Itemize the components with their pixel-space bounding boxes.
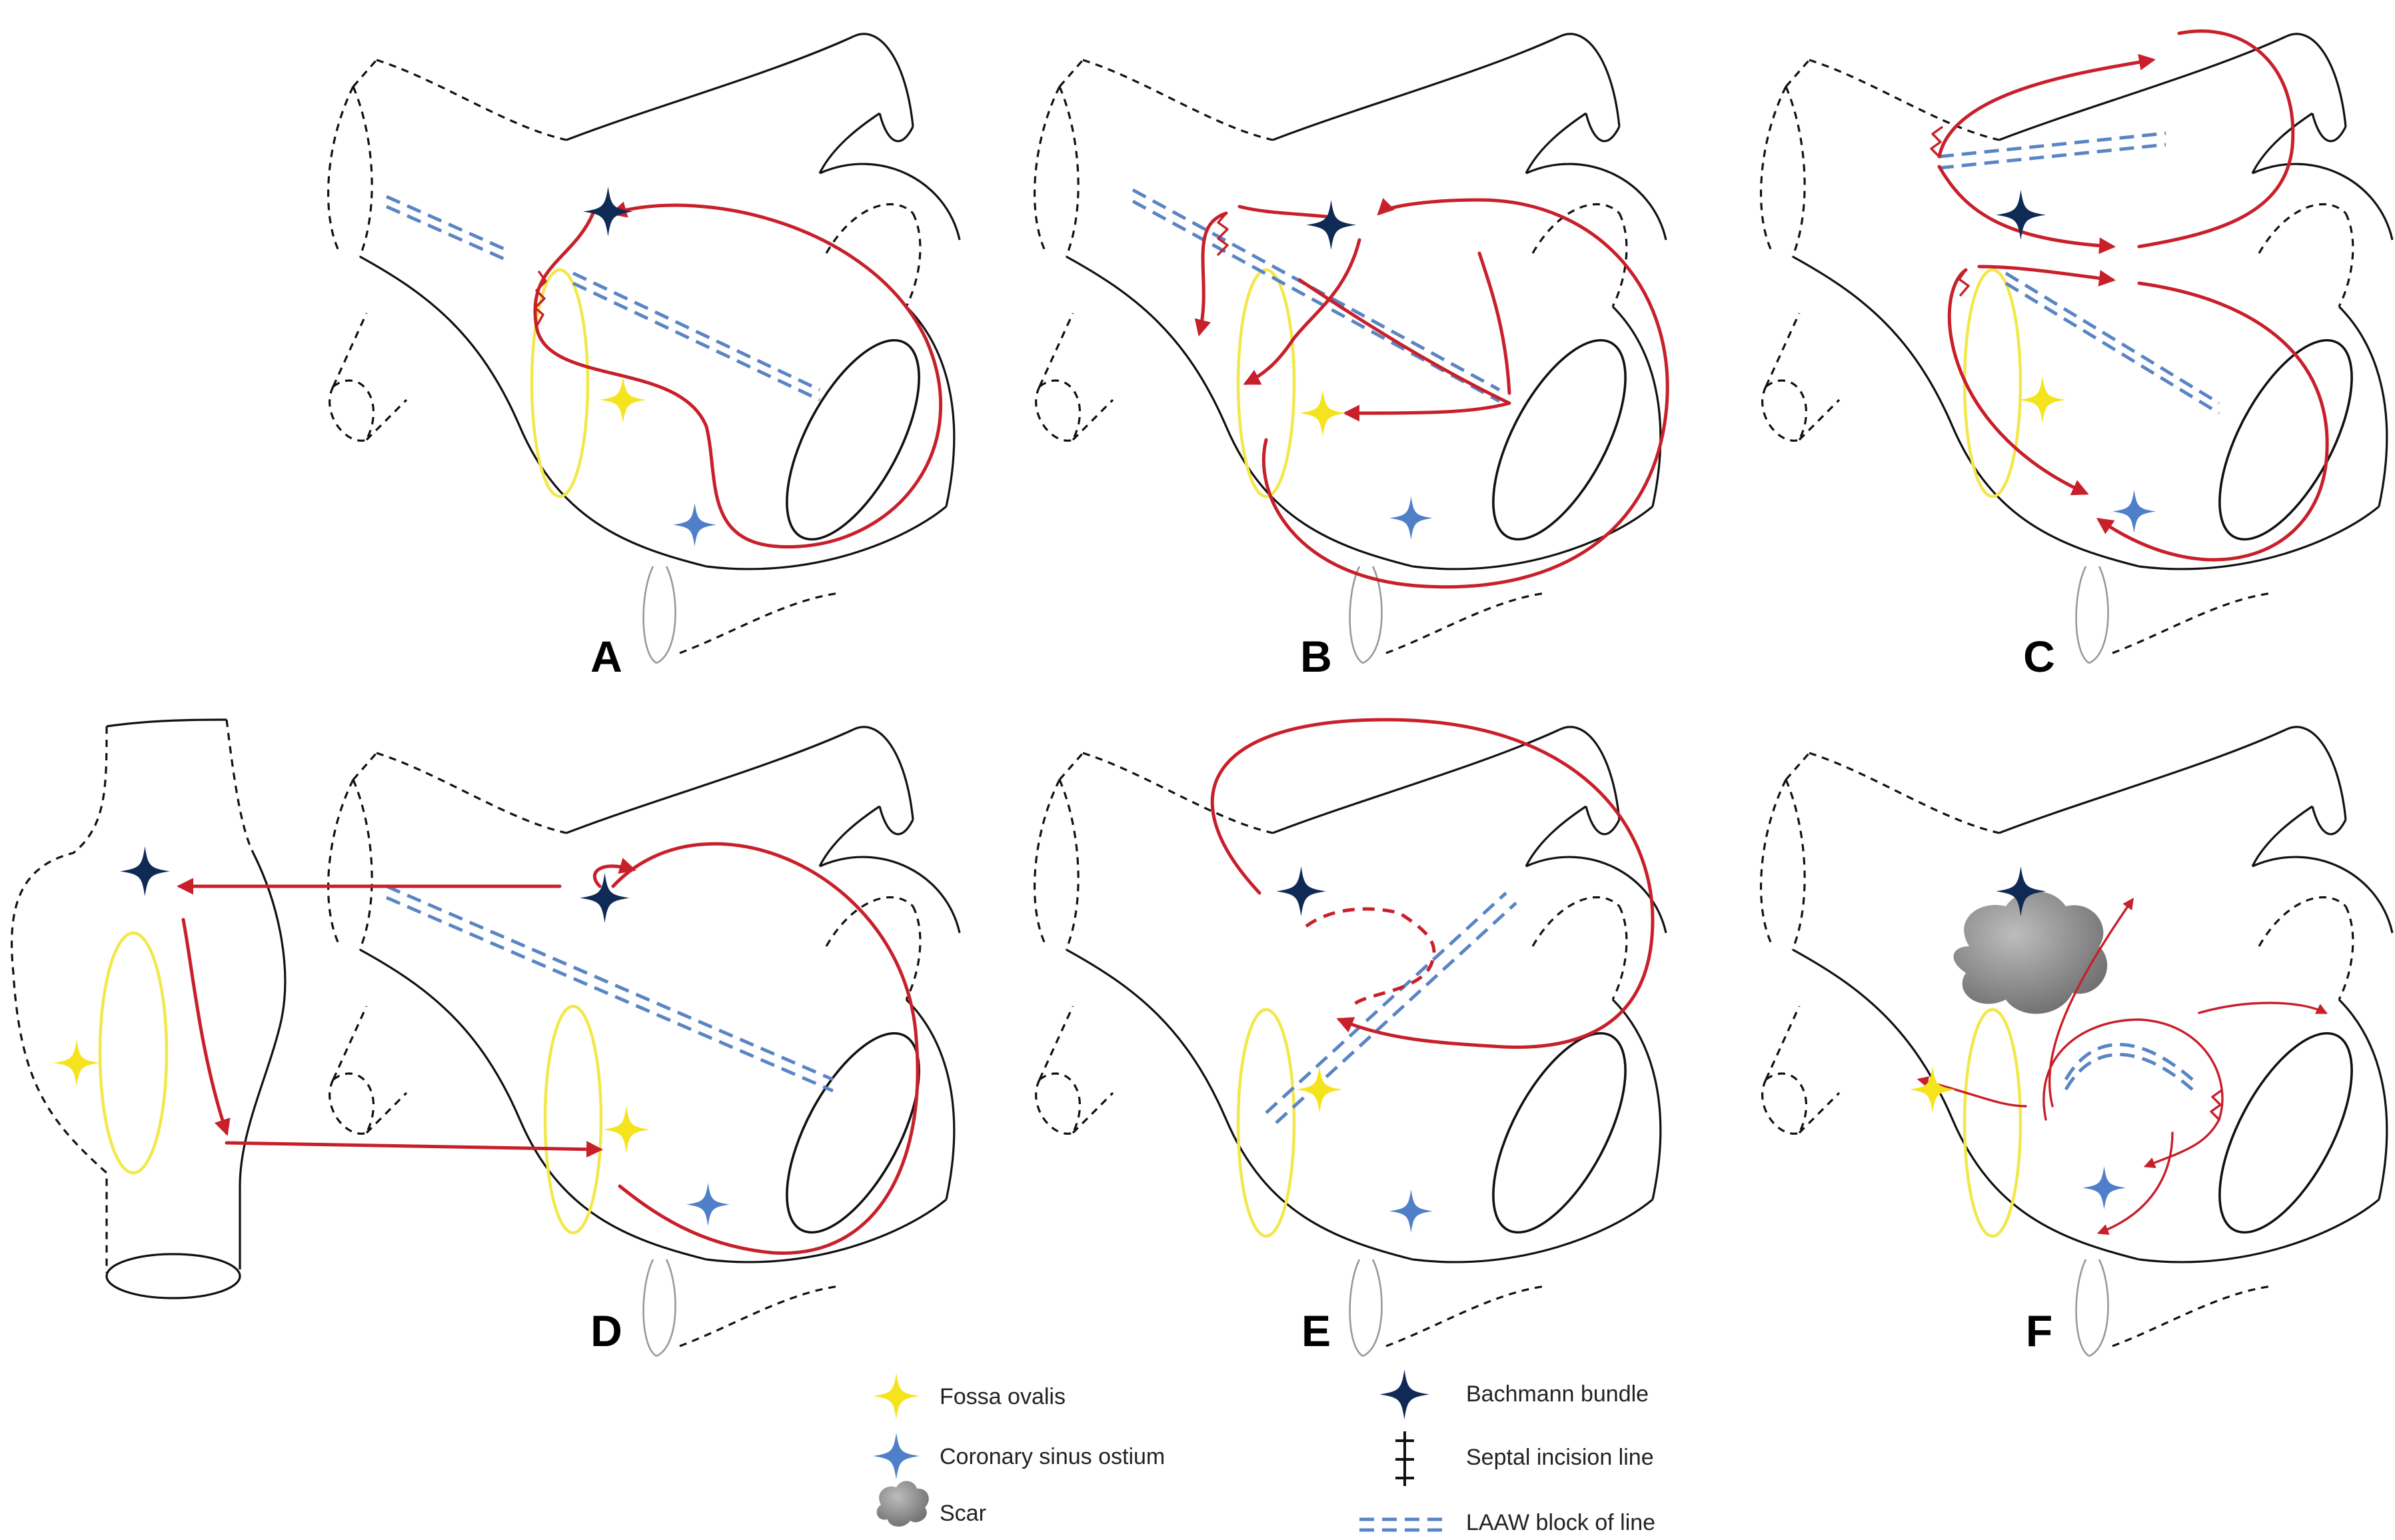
legend-fossa-ovalis: Fossa ovalis (940, 1384, 1066, 1409)
panel-c (1759, 29, 2394, 664)
legend-bachmann-bundle: Bachmann bundle (1466, 1381, 1649, 1407)
legend-laaw-block: LAAW block of line (1466, 1510, 1655, 1535)
legend: Fossa ovalis Coronary sinus ostium Scar … (873, 1369, 1655, 1535)
legend-bachmann-star-icon (1379, 1369, 1429, 1419)
panel-a (327, 33, 961, 664)
legend-fossa-star-icon (873, 1373, 920, 1419)
panel-label-f: F (2026, 1306, 2052, 1355)
panel-label-c: C (2023, 632, 2055, 681)
legend-cs-star-icon (873, 1433, 920, 1479)
legend-scar-icon (876, 1481, 929, 1527)
legend-laaw-icon (1359, 1517, 1446, 1532)
bachmann-star-icon (583, 187, 633, 237)
legend-incision-icon (1395, 1431, 1414, 1486)
fossa-ellipse (530, 268, 590, 498)
panel-d (11, 718, 961, 1357)
panel-label-a: A (590, 632, 622, 681)
panel-f (1759, 726, 2394, 1357)
panel-label-b: B (1300, 632, 1332, 681)
cs-star-icon (673, 503, 716, 546)
panel-label-d: D (590, 1306, 622, 1355)
scar-icon (1953, 891, 2108, 1014)
legend-scar: Scar (940, 1501, 986, 1526)
legend-coronary-sinus-ostium: Coronary sinus ostium (940, 1444, 1165, 1469)
panel-b (1033, 33, 1669, 664)
laaw-line-icon (385, 195, 508, 252)
panel-label-e: E (1301, 1306, 1331, 1355)
panel-e (1033, 718, 1667, 1357)
legend-septal-incision-line: Septal incision line (1466, 1445, 1654, 1470)
fossa-star-icon (600, 377, 646, 423)
